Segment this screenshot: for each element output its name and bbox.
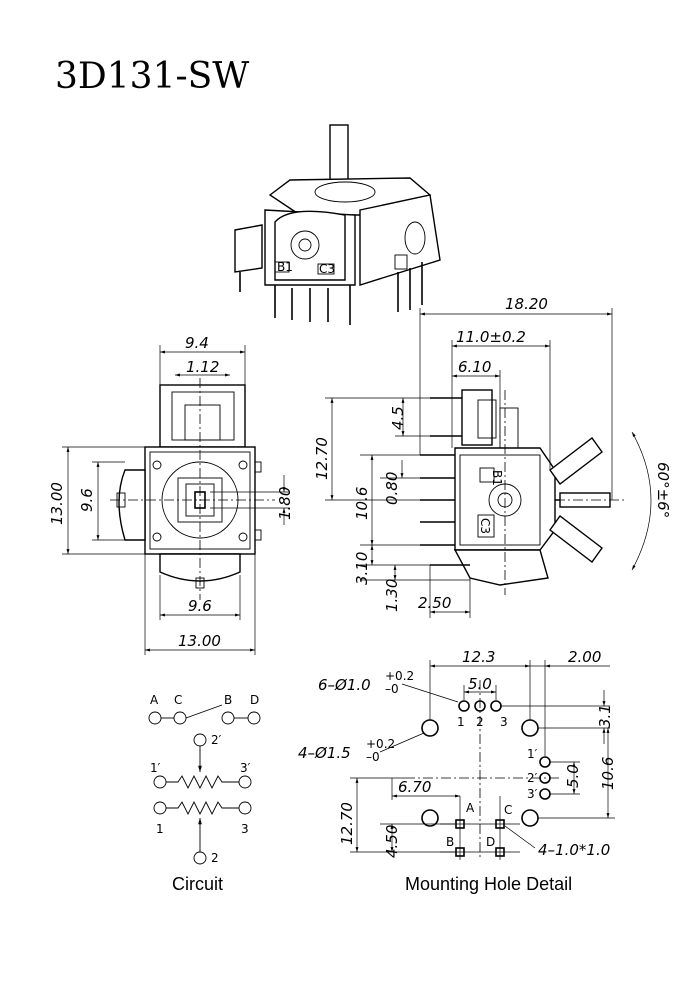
circuit-caption: Circuit [172, 874, 223, 894]
note-large-tol-down: –0 [366, 750, 380, 764]
dim-height-top: 4.5 [389, 406, 407, 430]
dim-pitch: 0.80 [383, 472, 401, 505]
large-hole-tl [421, 719, 439, 737]
pot-label-2prime: 2′ [211, 733, 222, 747]
dim-height-total: 12.70 [313, 437, 331, 480]
side-rotor [404, 221, 426, 255]
dim-width-overall: 13.00 [178, 632, 221, 650]
dim-5-0-top: 5.0 [468, 675, 492, 693]
pot-label-2: 2 [211, 851, 219, 865]
note-square-holes: 4–1.0*1.0 [538, 841, 610, 859]
iso-label-c3: C3 [319, 262, 335, 276]
dim-width-top: 9.4 [185, 334, 209, 352]
dim-slot: 1.80 [276, 487, 294, 520]
pin-label-3prime: 3′ [527, 787, 538, 801]
switch-label-c: C [174, 693, 182, 707]
dim-width-inner: 9.6 [188, 597, 212, 615]
side-pot-face [359, 194, 441, 286]
dim-10-6: 10.6 [599, 757, 617, 790]
dim-5-0-side: 5.0 [564, 764, 582, 788]
side-view: B1 C3 60°±6° 18.20 11.0±0.2 [313, 295, 672, 618]
side-label-c3: C3 [478, 518, 492, 534]
dim-6-70: 6.70 [398, 778, 431, 796]
dim-height-inner: 9.6 [78, 488, 96, 512]
switch-terminal-a [148, 711, 162, 725]
dim-3-1: 3.1 [596, 704, 614, 728]
pin-label-d: D [486, 835, 495, 849]
pin-label-2: 2 [476, 715, 484, 729]
note-large-holes: 4–Ø1.5 [298, 744, 351, 762]
pin-label-b: B [446, 835, 454, 849]
switch-terminal-b [221, 711, 235, 725]
dim-250: 2.50 [418, 594, 451, 612]
dim-12-70: 12.70 [338, 802, 356, 845]
pin-hole-3prime [539, 788, 551, 800]
pin-hole-3 [490, 700, 502, 712]
isometric-view: B1 C3 [234, 124, 441, 325]
dim-angle: 60°±6° [654, 462, 672, 518]
mounting-hole-detail: 1 2 3 1′ 2′ 3′ A B C D 12.3 2.00 [298, 648, 617, 894]
dim-12-3: 12.3 [462, 648, 495, 666]
side-label-b1: B1 [490, 470, 504, 486]
left-knob [118, 469, 146, 541]
mounting-caption: Mounting Hole Detail [405, 874, 572, 894]
dim-pin-offset: 6.10 [458, 358, 491, 376]
pot-label-3prime: 3′ [240, 761, 251, 775]
dim-pin-span: 11.0±0.2 [456, 328, 526, 346]
dim-overall: 18.20 [505, 295, 548, 313]
iso-label-b1: B1 [277, 260, 293, 274]
dim-height-overall: 13.00 [48, 482, 66, 525]
front-view: 9.4 1.12 13.00 9.6 1.80 9.6 13.00 [48, 334, 294, 655]
pin-hole-1prime [539, 756, 551, 768]
switch-label-d: D [250, 693, 259, 707]
note-small-tol-up: +0.2 [385, 669, 414, 683]
large-hole-tr [521, 719, 539, 737]
pin-label-3: 3 [500, 715, 508, 729]
dim-2-00: 2.00 [568, 648, 601, 666]
stick-tilt-up [549, 437, 603, 485]
dim-130: 1.30 [383, 579, 401, 612]
pin-label-2prime: 2′ [527, 771, 538, 785]
pin-label-c: C [504, 803, 512, 817]
note-large-tol-up: +0.2 [366, 737, 395, 751]
stick-tilt-down [549, 515, 603, 563]
pin-hole-2prime [539, 772, 551, 784]
pin-label-1prime: 1′ [527, 747, 538, 761]
pin-label-a: A [466, 801, 475, 815]
top-bracket [159, 384, 246, 448]
pin-hole-1 [458, 700, 470, 712]
note-small-tol-down: –0 [385, 682, 399, 696]
pot-label-1prime: 1′ [150, 761, 161, 775]
pot-label-1: 1 [156, 822, 164, 836]
switch-terminal-d [247, 711, 261, 725]
circuit-diagram: A C B D 2′ 1′ 3′ 1 3 2 Circuit [148, 693, 261, 894]
dim-body-height: 10.6 [353, 487, 371, 520]
note-small-holes: 6–Ø1.0 [318, 676, 371, 694]
part-number-title: 3D131-SW [55, 56, 249, 97]
front-rotor [290, 230, 320, 260]
pin-hole-2 [474, 700, 486, 712]
dim-4-50: 4.50 [383, 825, 401, 858]
switch-label-a: A [150, 693, 159, 707]
pot-label-3: 3 [241, 822, 249, 836]
pin-label-1: 1 [457, 715, 465, 729]
switch-label-b: B [224, 693, 232, 707]
large-hole-bl [421, 809, 439, 827]
dim-knob-width: 1.12 [186, 358, 219, 376]
switch-terminal-c [173, 711, 187, 725]
large-hole-br [521, 809, 539, 827]
side-top-bracket [461, 389, 493, 446]
dim-310: 3.10 [353, 552, 371, 585]
stick-center [559, 492, 611, 508]
